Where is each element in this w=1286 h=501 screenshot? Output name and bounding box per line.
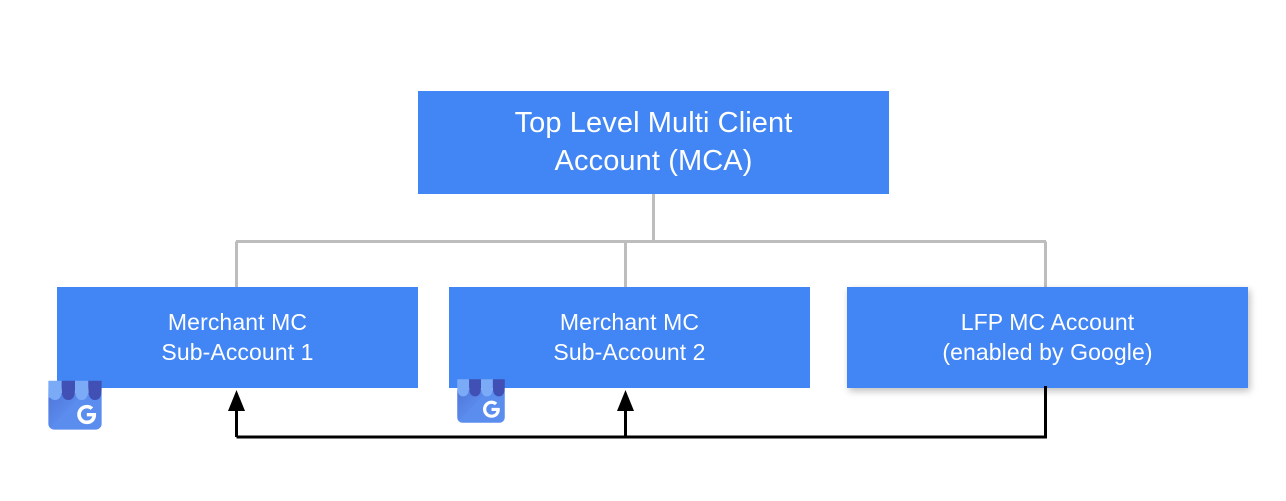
- node-merchant-mc-sub-account-1-line-2: Sub-Account 1: [161, 338, 314, 365]
- gbp-awning-segment-2: [469, 379, 481, 397]
- node-merchant-mc-sub-account-2-line-2: Sub-Account 2: [553, 338, 706, 365]
- gbp-awning-segment-4: [492, 379, 505, 397]
- gbp-g-letter: [77, 404, 97, 425]
- node-merchant-mc-sub-account-1[interactable]: Merchant MC Sub-Account 1: [57, 287, 418, 388]
- gbp-awning-segment-3: [481, 379, 493, 397]
- node-lfp-mc-account-line-2: (enabled by Google): [942, 338, 1153, 365]
- node-top-level-mca[interactable]: Top Level Multi Client Account (MCA): [418, 91, 889, 194]
- flow-arrowhead-sub-account-2: [617, 390, 634, 411]
- google-business-profile-icon: [457, 379, 505, 423]
- gbp-awning-segment-4: [88, 380, 102, 401]
- node-lfp-mc-account[interactable]: LFP MC Account (enabled by Google): [847, 287, 1248, 388]
- node-top-level-mca-line-1: Top Level Multi Client: [514, 106, 793, 139]
- node-lfp-mc-account-line-1: LFP MC Account: [960, 308, 1135, 335]
- flow-arrowhead-sub-account-1: [228, 390, 245, 411]
- gbp-awning-segment-1: [48, 380, 62, 401]
- gbp-awning-segment-2: [61, 380, 75, 401]
- google-business-profile-icon: [48, 380, 102, 430]
- gbp-g-letter: [482, 400, 500, 418]
- gbp-awning-segment-1: [457, 379, 470, 397]
- node-merchant-mc-sub-account-1-line-1: Merchant MC: [167, 308, 308, 335]
- node-merchant-mc-sub-account-2[interactable]: Merchant MC Sub-Account 2: [449, 287, 810, 388]
- node-top-level-mca-line-2: Account (MCA): [554, 144, 753, 177]
- node-merchant-mc-sub-account-2-line-1: Merchant MC: [559, 308, 700, 335]
- gbp-awning-segment-3: [75, 380, 89, 401]
